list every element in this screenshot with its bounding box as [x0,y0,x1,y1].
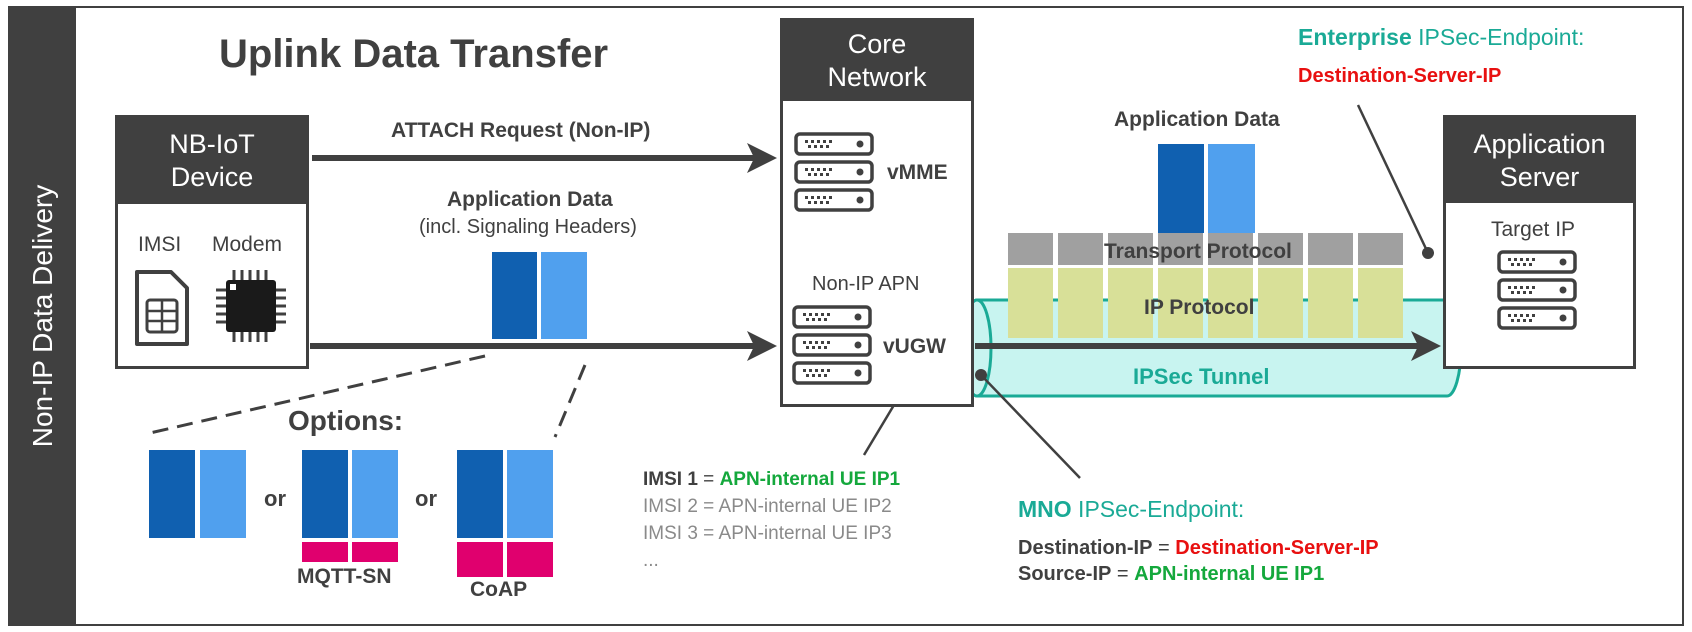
or-label: or [415,486,437,511]
coap-label: CoAP [470,578,528,601]
mno-endpoint-text: IPSec-Endpoint: [1071,496,1245,522]
imsi-mapping-row: IMSI 3 = APN-internal UE IP3 [643,523,892,544]
modem-label: Modem [212,233,283,256]
device-title-line1: NB-IoT [169,129,255,159]
option-mqtt-blocks [302,450,398,562]
app-data-left-title: Application Data [447,188,613,211]
options-title: Options: [288,405,404,436]
enterprise-destination: Destination-Server-IP [1298,65,1502,87]
vmme-server-icon [794,132,874,212]
vmme-label: vMME [887,161,948,184]
app-data-right-title: Application Data [1114,108,1280,131]
app-data-block-dark [1158,144,1204,233]
enterprise-name: Enterprise [1298,24,1412,50]
option-plain-blocks [149,450,246,538]
options-dash-right [553,364,587,438]
app-data-block-dark [492,252,537,339]
transport-protocol-blocks [1008,233,1403,265]
device-header: NB-IoT Device [118,118,306,204]
options-dash-left [149,354,486,435]
mno-destination-line: Destination-IP = Destination-Server-IP [1018,537,1379,559]
core-title-line2: Network [827,62,927,92]
non-ip-apn-label: Non-IP APN [812,273,920,295]
app-data-block-light [541,252,587,339]
mno-name: MNO [1018,496,1072,522]
core-title-line1: Core [847,29,907,59]
app-data-block-light [1208,144,1255,233]
enterprise-endpoint-label: Enterprise IPSec-Endpoint: [1298,24,1584,51]
target-ip-label: Target IP [1491,218,1576,241]
vugw-server-icon [792,305,872,385]
enterprise-endpoint-text: IPSec-Endpoint: [1411,24,1585,50]
target-server-icon [1497,250,1577,330]
app-data-left-subtitle: (incl. Signaling Headers) [419,216,637,238]
mno-endpoint-label: MNO IPSec-Endpoint: [1018,496,1244,523]
server-title-line2: Server [1499,161,1580,192]
sidebar-band [9,7,76,625]
mno-callout-line [980,374,1081,479]
sidebar-label: Non-IP Data Delivery [27,184,58,448]
device-title-line2: Device [170,162,254,192]
modem-chip-icon [216,270,286,342]
vugw-label: vUGW [883,335,946,358]
imsi-mapping-row: ... [643,550,659,571]
imsi-mapping-row: IMSI 1 = APN-internal UE IP1 [643,469,901,490]
or-label: or [264,486,286,511]
page-title: Uplink Data Transfer [219,32,609,76]
core-network-box: Core Network [780,18,974,407]
server-title-line1: Application [1473,128,1606,159]
mqtt-sn-label: MQTT-SN [297,565,392,588]
transport-protocol-label: Transport Protocol [1104,240,1292,263]
imsi-mapping-row: IMSI 2 = APN-internal UE IP2 [643,496,892,517]
mno-source-line: Source-IP = APN-internal UE IP1 [1018,563,1325,585]
server-header: Application Server [1446,118,1633,203]
attach-label: ATTACH Request (Non-IP) [391,119,651,142]
ip-protocol-blocks [1008,268,1403,338]
option-coap-blocks [457,450,553,577]
enterprise-callout-line [1356,104,1430,254]
sim-card-icon [135,270,189,346]
core-header: Core Network [783,21,971,101]
imsi-label: IMSI [138,233,182,256]
ipsec-tunnel-label: IPSec Tunnel [1133,364,1270,389]
ip-protocol-label: IP Protocol [1144,296,1255,319]
